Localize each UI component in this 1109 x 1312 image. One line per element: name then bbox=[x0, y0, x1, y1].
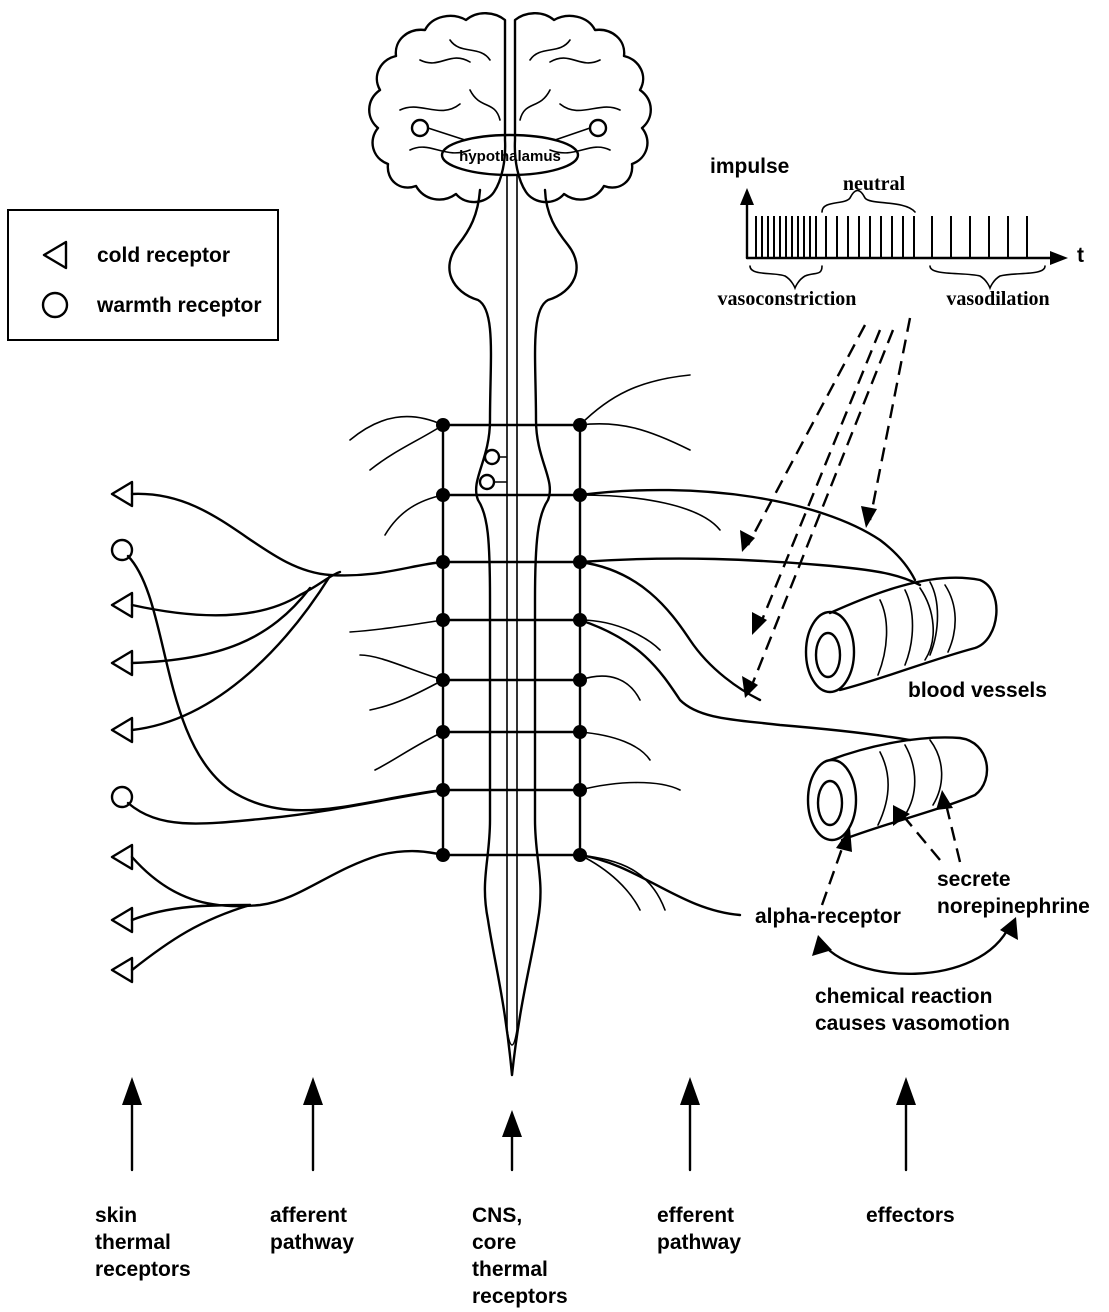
neutral-label: neutral bbox=[843, 173, 906, 195]
blood-vessel-upper bbox=[806, 578, 996, 692]
secrete-label-2: norepinephrine bbox=[937, 895, 1090, 918]
legend-warm-label: warmth receptor bbox=[96, 294, 262, 317]
cold-receptor-7 bbox=[112, 958, 132, 982]
rungs bbox=[443, 425, 580, 855]
impulse-spikes bbox=[756, 216, 1027, 258]
spinal-cord bbox=[449, 175, 576, 1075]
column-label-skin: skin thermal receptors bbox=[95, 1204, 191, 1281]
cold-receptor-6 bbox=[112, 908, 132, 932]
vasoconstriction-brace bbox=[750, 266, 822, 288]
legend: cold receptor warmth receptor bbox=[8, 210, 278, 340]
reaction-curved-arrow bbox=[820, 925, 1010, 974]
cold-receptor-3 bbox=[112, 651, 132, 675]
time-label: t bbox=[1077, 244, 1084, 267]
spinal-cord-outline bbox=[449, 190, 576, 1075]
cold-receptor-4 bbox=[112, 718, 132, 742]
impulse-label: impulse bbox=[710, 155, 789, 178]
legend-box bbox=[8, 210, 278, 340]
brain-warm-receptor-left bbox=[412, 120, 428, 136]
column-label-efferent: efferent pathway bbox=[657, 1204, 741, 1254]
bottom-arrows bbox=[122, 1077, 916, 1170]
reaction-label-2: causes vasomotion bbox=[815, 1012, 1010, 1035]
cold-receptor-5 bbox=[112, 845, 132, 869]
spinal-canal bbox=[507, 175, 517, 1030]
blood-vessel-lower bbox=[808, 737, 987, 840]
brain-warm-receptor-right bbox=[590, 120, 606, 136]
column-label-effectors: effectors bbox=[866, 1204, 955, 1227]
hypothalamus-label: hypothalamus bbox=[459, 148, 561, 165]
impulse-chart: impulse t neutral vasoconstriction vasod… bbox=[710, 155, 1084, 310]
vasoconstriction-label: vasoconstriction bbox=[718, 288, 857, 310]
core-receptor-1 bbox=[485, 450, 499, 464]
cold-receptor-1 bbox=[112, 482, 132, 506]
column-label-afferent: afferent pathway bbox=[270, 1204, 354, 1254]
alpha-receptor-label: alpha-receptor bbox=[755, 905, 901, 928]
vasodilation-brace bbox=[930, 266, 1045, 288]
efferent-fibres bbox=[580, 490, 920, 915]
legend-cold-label: cold receptor bbox=[97, 244, 230, 267]
secrete-label-1: secrete bbox=[937, 868, 1011, 891]
blood-vessels-label: blood vessels bbox=[908, 679, 1047, 702]
dashed-arrows bbox=[740, 318, 960, 905]
brain: hypothalamus bbox=[369, 13, 651, 202]
cold-receptor-2 bbox=[112, 593, 132, 617]
column-label-cns: CNS, core thermal receptors bbox=[472, 1204, 568, 1308]
vasodilation-label: vasodilation bbox=[946, 288, 1049, 310]
core-receptor-2 bbox=[480, 475, 494, 489]
afferent-fibres bbox=[128, 494, 443, 970]
reaction-label-1: chemical reaction bbox=[815, 985, 992, 1008]
ganglion-dots bbox=[436, 418, 587, 862]
